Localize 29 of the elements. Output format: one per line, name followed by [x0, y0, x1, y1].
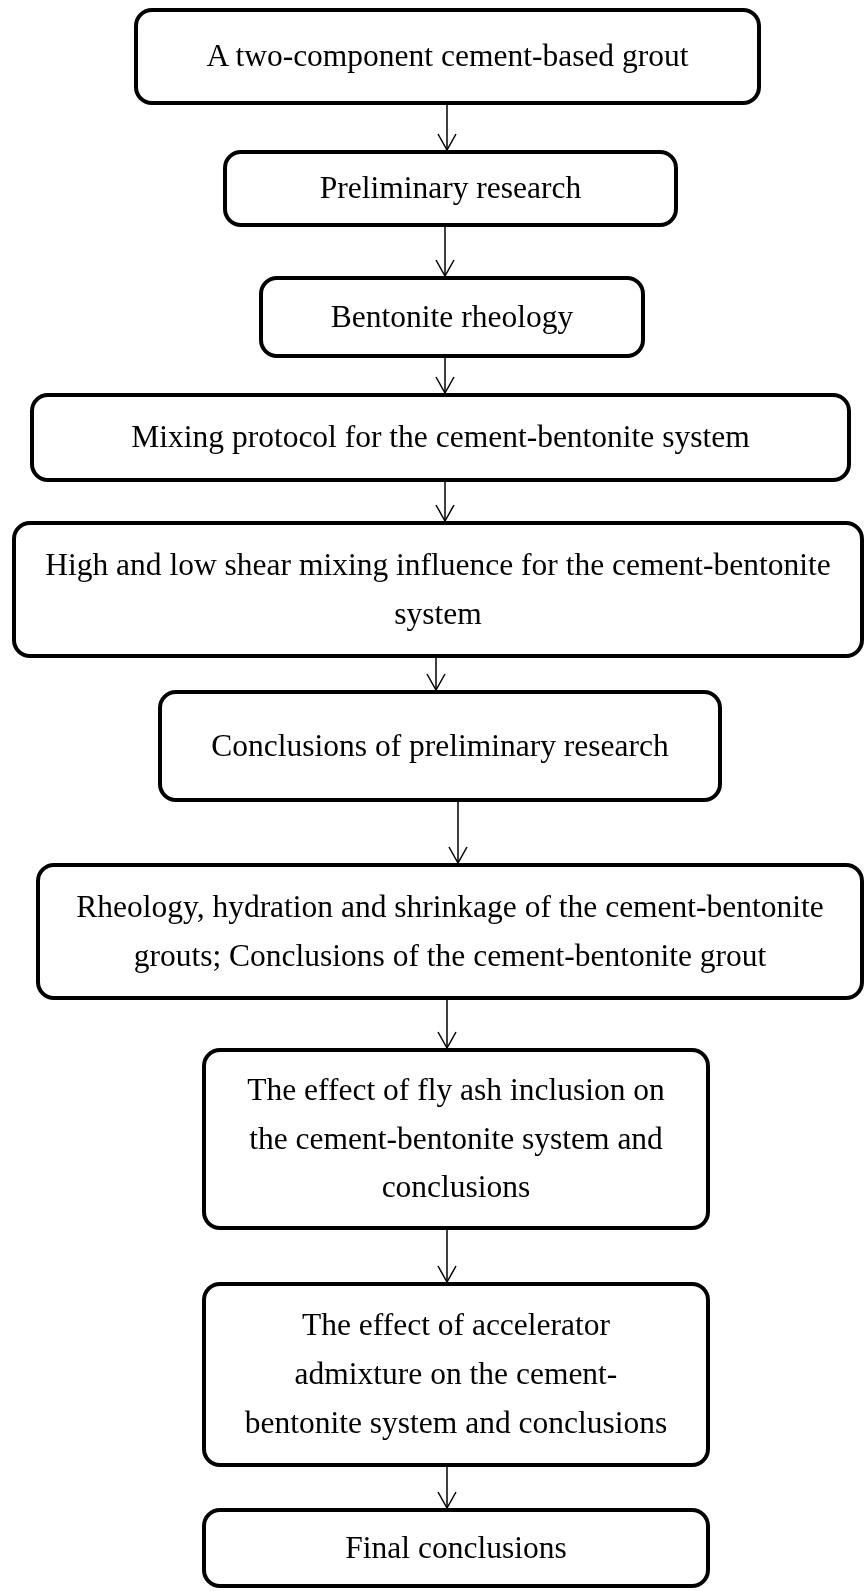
arrow	[448, 801, 468, 864]
process-box	[202, 1048, 710, 1230]
arrow	[435, 357, 455, 394]
process-box	[259, 276, 645, 358]
process-box	[134, 8, 761, 105]
box-text: A two-component cement-based grout	[206, 37, 689, 76]
process-box	[12, 521, 864, 658]
box-text: The effect of fly ash inclusion on the cement-bentonite system and conclusions	[246, 1070, 666, 1207]
box-text: Preliminary research	[319, 169, 582, 208]
arrow	[435, 481, 455, 522]
box-text: Bentonite rheology	[330, 297, 574, 336]
arrow	[437, 1229, 457, 1283]
box-text: Conclusions of preliminary research	[211, 726, 669, 765]
box-text: Mixing protocol for the cement-bentonite system	[131, 418, 750, 457]
process-box	[158, 690, 722, 802]
arrow	[437, 999, 457, 1049]
box-text: High and low shear mixing influence for the cement-bentonite system	[44, 545, 832, 633]
process-box	[202, 1508, 710, 1588]
process-box	[36, 863, 864, 1000]
arrow	[435, 226, 455, 277]
arrow	[437, 1466, 457, 1509]
box-text: Rheology, hydration and shrinkage of the cement-bentonite grouts; Conclusions of the cement-bentonite grout	[75, 887, 825, 975]
process-box	[30, 393, 851, 482]
process-box	[202, 1282, 710, 1467]
arrow	[437, 104, 457, 151]
process-box	[223, 150, 678, 227]
box-text: Final conclusions	[345, 1528, 567, 1567]
box-text: The effect of accelerator admixture on the cement-bentonite system and conclusions	[243, 1306, 669, 1442]
arrow	[426, 657, 446, 691]
